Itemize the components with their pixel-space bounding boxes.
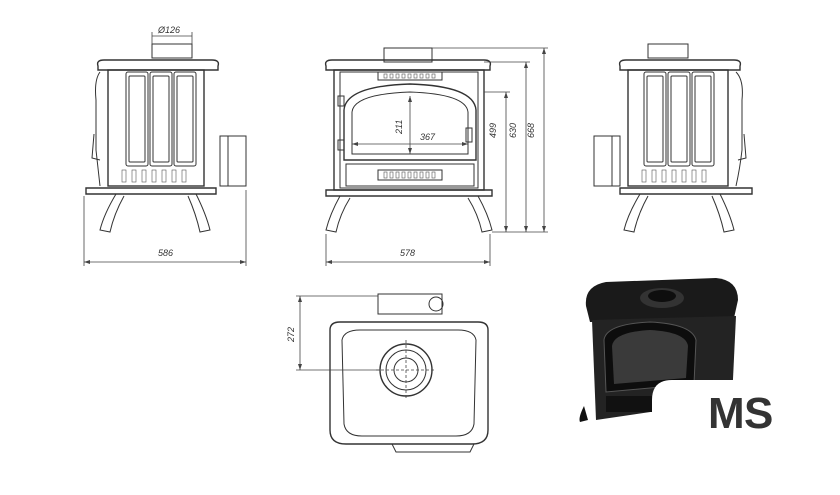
- left-top-plate: [96, 59, 220, 71]
- height-body-label: 630: [508, 123, 518, 138]
- left-rear-flue: [219, 135, 247, 187]
- left-base: [85, 187, 217, 195]
- front-door-glass: [351, 91, 469, 155]
- door-handle: [465, 127, 473, 143]
- right-body: [627, 69, 729, 187]
- left-door-profile: [95, 71, 101, 187]
- front-base: [325, 189, 493, 197]
- door-hinge-top: [337, 95, 345, 107]
- door-hinge-bottom: [337, 139, 345, 151]
- flue-collar-left: [151, 43, 193, 59]
- right-vents: [641, 169, 707, 183]
- right-base: [619, 187, 753, 195]
- left-panel-2: [149, 71, 173, 167]
- flue-diameter-label: Ø126: [157, 25, 180, 35]
- ash-door-band: [377, 169, 443, 181]
- height-total-label: 668: [526, 123, 536, 138]
- left-side-view: Ø126 586: [83, 25, 247, 266]
- front-top-band-slots: [383, 73, 436, 79]
- top-rear-flue-circle: [428, 296, 444, 312]
- left-door-handle: [91, 133, 101, 161]
- ash-door-slots: [383, 171, 436, 179]
- front-flue-collar: [383, 47, 433, 63]
- front-door: [343, 83, 477, 161]
- left-leg-front: [99, 193, 125, 233]
- left-panel-1-inner: [128, 75, 146, 163]
- left-panel-3: [173, 71, 197, 167]
- top-plate-outline: [329, 321, 489, 445]
- render-glass: [612, 330, 688, 384]
- ash-door: [345, 163, 475, 187]
- left-leg-rear: [187, 193, 211, 233]
- right-rear-flue: [593, 135, 621, 187]
- ms-logo: M S: [652, 380, 800, 440]
- render-leg-left: [579, 406, 588, 422]
- front-width-label: 578: [400, 248, 415, 258]
- left-panel-3-inner: [176, 75, 194, 163]
- top-front-ledge: [391, 443, 475, 453]
- flue-collar-right: [647, 43, 689, 59]
- logo-background: [652, 380, 800, 440]
- top-rear-flue: [377, 293, 443, 315]
- door-width-label: 367: [420, 132, 436, 142]
- left-panel-2-inner: [152, 75, 170, 163]
- left-vents: [121, 169, 187, 183]
- front-view: 211 367 578 499 630 668: [324, 47, 548, 266]
- right-panel-1: [643, 71, 667, 167]
- right-leg-rear: [623, 193, 649, 233]
- top-plate-inner: [341, 329, 477, 437]
- right-side-view: [593, 43, 753, 233]
- logo-letter-m: M: [708, 389, 745, 438]
- right-leg-front: [711, 193, 735, 233]
- right-top-plate: [618, 59, 742, 71]
- left-body: [107, 69, 205, 187]
- right-panel-3: [691, 71, 715, 167]
- right-door-profile: [735, 71, 743, 187]
- logo-letter-s: S: [744, 389, 773, 438]
- top-depth-label: 272: [286, 327, 296, 343]
- front-top-plate: [324, 59, 492, 71]
- front-leg-right: [467, 195, 493, 233]
- top-view: 272: [286, 293, 489, 453]
- right-door-handle: [737, 133, 747, 161]
- door-height-label: 211: [394, 120, 404, 135]
- height-flue-label: 499: [488, 123, 498, 138]
- right-panel-2: [667, 71, 691, 167]
- left-panel-1: [125, 71, 149, 167]
- front-leg-left: [325, 195, 351, 233]
- side-width-label: 586: [158, 248, 173, 258]
- front-top-band: [377, 71, 443, 81]
- front-frame: [339, 71, 479, 189]
